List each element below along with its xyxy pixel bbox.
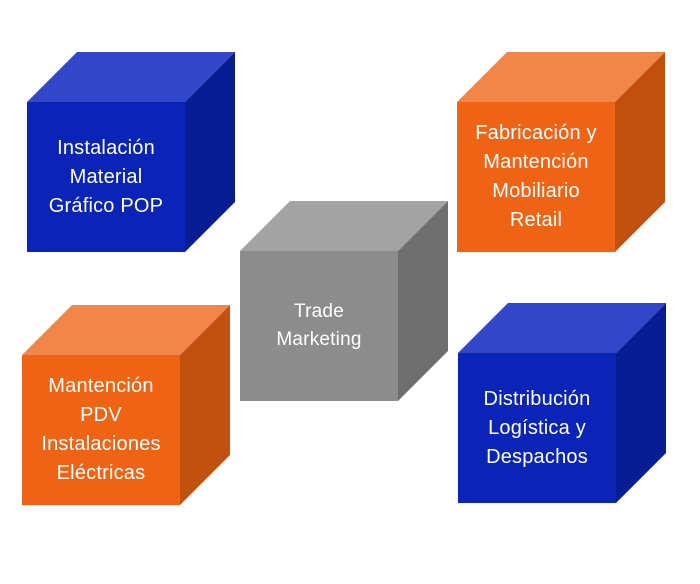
label-line: Retail bbox=[509, 209, 563, 231]
cube-distribucion-shape bbox=[458, 303, 666, 503]
label-line: Marketing bbox=[276, 329, 362, 350]
cube-instalacion-shape bbox=[27, 52, 235, 252]
label-line: Despachos bbox=[486, 445, 588, 468]
label-line: Mantención bbox=[483, 151, 589, 173]
label-line: Distribución bbox=[483, 387, 591, 410]
cube-mantencion-label: Mantención PDV Instalaciones Eléctricas bbox=[22, 355, 180, 505]
label-line: Material bbox=[69, 165, 143, 188]
label-line: PDV bbox=[80, 404, 122, 426]
cube-fabricacion-label: Fabricación y Mantención Mobiliario Reta… bbox=[457, 102, 615, 252]
label-line: Fabricación y bbox=[475, 122, 597, 144]
cube-instalacion-label: Instalación Material Gráfico POP bbox=[27, 102, 185, 252]
label-line: Instalaciones bbox=[41, 433, 161, 455]
label-line: Mantención bbox=[48, 375, 154, 397]
label-line: Eléctricas bbox=[56, 462, 146, 484]
cube-fabricacion-shape bbox=[457, 52, 665, 252]
cube-distribucion-label: Distribución Logística y Despachos bbox=[458, 353, 616, 503]
cube-mantencion-shape bbox=[22, 305, 230, 505]
label-line: Mobiliario bbox=[492, 180, 580, 202]
label-line: Trade bbox=[294, 301, 344, 322]
label-line: Instalación bbox=[57, 136, 155, 159]
label-line: Logística y bbox=[488, 416, 586, 439]
label-line: Gráfico POP bbox=[48, 194, 164, 217]
cube-trade-shape bbox=[240, 201, 448, 401]
cube-trade-label: Trade Marketing bbox=[240, 251, 398, 401]
